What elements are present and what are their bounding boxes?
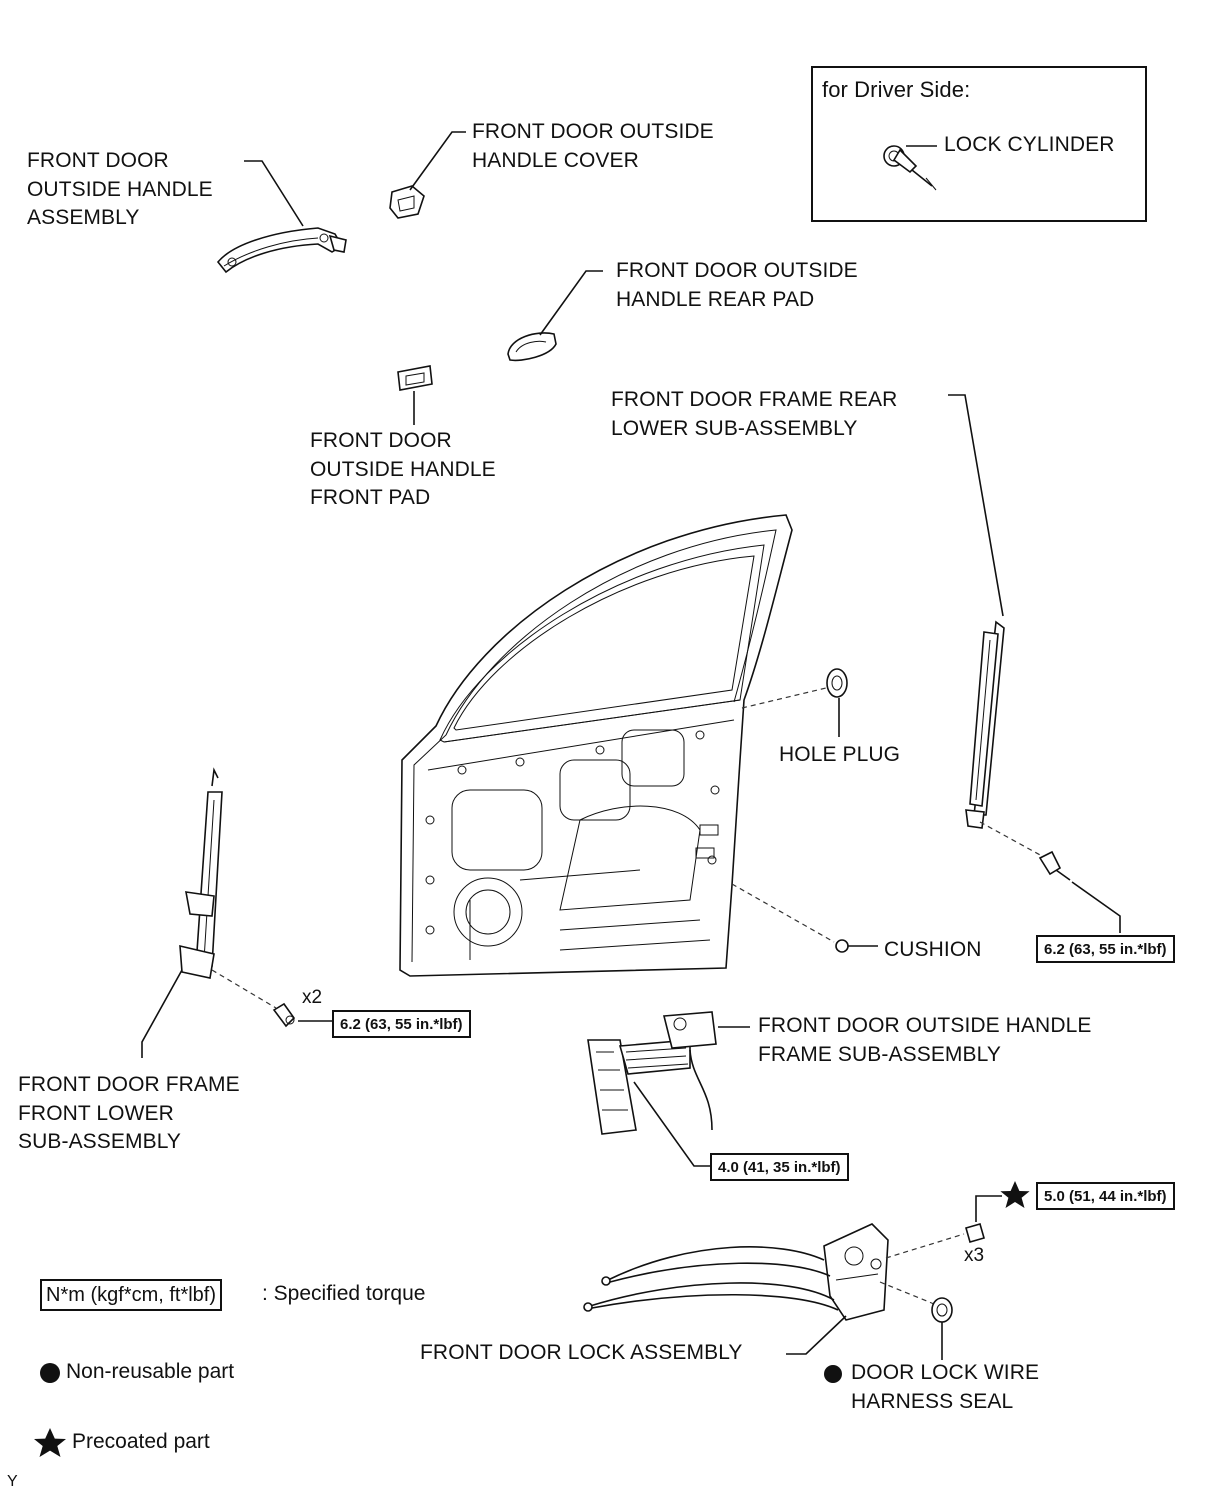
outside-handle-front-pad-drawing xyxy=(397,365,433,391)
torque-handle-frame-bolt: 4.0 (41, 35 in.*lbf) xyxy=(710,1153,849,1181)
quantity-lock-screw: x3 xyxy=(964,1245,985,1266)
legend-non-reusable-icon xyxy=(40,1363,60,1383)
outside-handle-assembly-label: FRONT DOOR OUTSIDE HANDLE ASSEMBLY xyxy=(27,149,213,229)
outside-handle-frame-drawing xyxy=(587,1011,717,1135)
torque-front-frame-bolt: 6.2 (63, 55 in.*lbf) xyxy=(332,1010,471,1038)
lock-cylinder-label: LOCK CYLINDER xyxy=(944,133,1115,156)
lock-screw-drawing xyxy=(965,1223,985,1243)
outside-handle-cover-drawing xyxy=(389,185,425,219)
cushion-label: CUSHION xyxy=(884,938,982,961)
legend-torque-desc: : Specified torque xyxy=(262,1282,426,1305)
quantity-front-frame-bolt: x2 xyxy=(302,987,323,1008)
rear-frame-bolt-drawing xyxy=(1038,850,1071,881)
outside-handle-cover-label: FRONT DOOR OUTSIDE HANDLE COVER xyxy=(472,120,714,172)
legend-non-reusable-text: Non-reusable part xyxy=(66,1360,235,1383)
legend-precoated-icon xyxy=(34,1428,66,1457)
outside-handle-front-pad-label: FRONT DOOR OUTSIDE HANDLE FRONT PAD xyxy=(310,429,496,509)
torque-lock-screw: 5.0 (51, 44 in.*lbf) xyxy=(1036,1182,1175,1210)
driver-side-box xyxy=(811,66,1147,222)
outside-handle-assembly-drawing xyxy=(216,227,347,274)
frame-rear-lower-label: FRONT DOOR FRAME REAR LOWER SUB-ASSEMBLY xyxy=(611,388,898,440)
hole-plug-label: HOLE PLUG xyxy=(779,743,901,766)
non-reusable-dot-icon xyxy=(824,1365,842,1383)
cushion-drawing xyxy=(835,939,849,953)
outside-handle-rear-pad-label: FRONT DOOR OUTSIDE HANDLE REAR PAD xyxy=(616,259,858,311)
driver-side-title: for Driver Side: xyxy=(822,77,971,102)
hole-plug-drawing xyxy=(826,668,848,698)
door-lock-wire-harness-seal-label: DOOR LOCK WIRE HARNESS SEAL xyxy=(851,1361,1040,1413)
door-lock-assembly-drawing xyxy=(583,1223,889,1321)
corner-mark: Y xyxy=(7,1473,18,1490)
legend-torque-box: N*m (kgf*cm, ft*lbf) xyxy=(40,1279,223,1311)
torque-rear-frame-bolt: 6.2 (63, 55 in.*lbf) xyxy=(1036,935,1175,963)
precoated-star-icon xyxy=(1000,1181,1030,1208)
frame-front-lower-drawing xyxy=(179,767,223,979)
lock-cylinder-drawing xyxy=(883,145,937,191)
outside-handle-rear-pad-drawing xyxy=(507,332,557,362)
frame-front-lower-label: FRONT DOOR FRAME FRONT LOWER SUB-ASSEMBL… xyxy=(18,1073,240,1153)
door-lock-assembly-label: FRONT DOOR LOCK ASSEMBLY xyxy=(420,1341,743,1364)
legend-precoated-text: Precoated part xyxy=(72,1430,210,1453)
front-frame-bolt-drawing xyxy=(272,1002,296,1028)
front-door-panel-drawing xyxy=(399,514,793,977)
door-lock-wire-harness-seal-drawing xyxy=(931,1297,953,1323)
outside-handle-frame-label: FRONT DOOR OUTSIDE HANDLE FRAME SUB-ASSE… xyxy=(758,1014,1092,1066)
frame-rear-lower-drawing xyxy=(965,620,1005,829)
